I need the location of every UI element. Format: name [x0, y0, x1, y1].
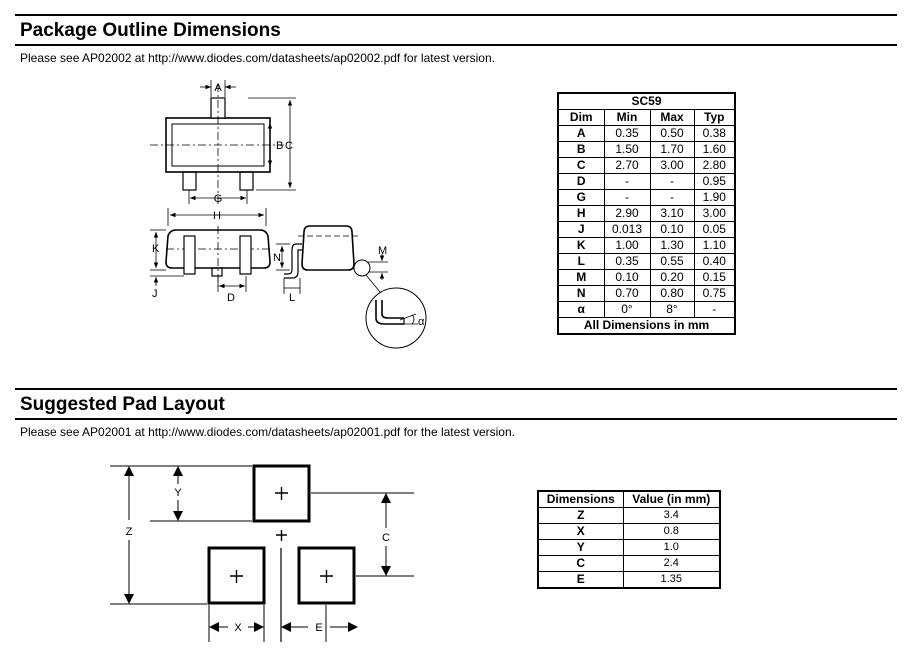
cell-dim: Y — [537, 539, 624, 556]
bottom-left-pad — [207, 546, 266, 605]
cell-typ: 3.00 — [693, 205, 736, 222]
col-header-value: Value (in mm) — [622, 490, 721, 508]
label-alpha: α — [418, 316, 425, 328]
label-X: X — [234, 622, 242, 634]
pad-top-rule — [15, 388, 897, 390]
bottom-right-pad — [297, 546, 356, 605]
col-header-dimensions: Dimensions — [537, 490, 624, 508]
cell-min: 0.10 — [603, 269, 651, 286]
label-C: C — [285, 140, 293, 152]
bottom-right-lead — [239, 171, 254, 191]
cell-min: 0.35 — [603, 253, 651, 270]
label-N: N — [273, 252, 281, 264]
cell-value: 3.4 — [622, 507, 721, 524]
label-H: H — [213, 210, 221, 222]
label-A: A — [214, 82, 222, 94]
table-footer: All Dimensions in mm — [557, 317, 736, 335]
top-pad — [252, 464, 311, 523]
cell-typ: 1.60 — [693, 141, 736, 158]
cell-typ: 0.40 — [693, 253, 736, 270]
package-note: Please see AP02002 at http://www.diodes.… — [20, 51, 495, 65]
label-B: B — [276, 140, 283, 152]
label-Z: Z — [126, 526, 133, 538]
package-outline-title: Package Outline Dimensions — [20, 20, 281, 41]
label-Y: Y — [174, 487, 182, 499]
cell-typ: 0.15 — [693, 269, 736, 286]
label-G: G — [214, 193, 223, 205]
table-row: G--1.90 — [557, 189, 736, 206]
pad-note: Please see AP02001 at http://www.diodes.… — [20, 425, 515, 439]
label-D: D — [227, 292, 235, 304]
cell-typ: - — [693, 301, 736, 318]
label-C: C — [382, 532, 390, 544]
cell-max: 0.80 — [649, 285, 695, 302]
cell-typ: 1.90 — [693, 189, 736, 206]
label-L: L — [289, 292, 295, 304]
cell-dim: E — [537, 571, 624, 589]
cell-typ: 0.75 — [693, 285, 736, 302]
top-rule — [15, 14, 897, 16]
col-header-typ: Typ — [693, 109, 736, 126]
side-view-body — [301, 225, 355, 271]
cell-min: 0.70 — [603, 285, 651, 302]
cell-dim: Z — [537, 507, 624, 524]
label-J: J — [152, 288, 158, 300]
bottom-left-lead — [182, 171, 197, 191]
cell-value: 1.35 — [622, 571, 721, 589]
cell-typ: 1.10 — [693, 237, 736, 254]
detail-circle — [365, 287, 427, 349]
pad-title-rule — [15, 418, 897, 420]
cell-value: 1.0 — [622, 539, 721, 556]
table-row: D--0.95 — [557, 173, 736, 190]
cell-value: 0.8 — [622, 523, 721, 540]
cell-dim: X — [537, 523, 624, 540]
cell-typ: 0.38 — [693, 125, 736, 142]
front-view-body — [165, 229, 271, 269]
cell-dim: C — [537, 555, 624, 572]
label-K: K — [152, 243, 160, 255]
cell-value: 2.4 — [622, 555, 721, 572]
col-header-max: Max — [649, 109, 695, 126]
cell-dim: α — [557, 301, 605, 318]
cell-min: 0.35 — [603, 125, 651, 142]
pad-layout-title: Suggested Pad Layout — [20, 394, 225, 415]
label-E: E — [315, 622, 322, 634]
label-M: M — [378, 245, 387, 257]
cell-typ: 0.05 — [693, 221, 736, 238]
cell-min: 2.90 — [603, 205, 651, 222]
package-title-rule — [15, 44, 897, 46]
